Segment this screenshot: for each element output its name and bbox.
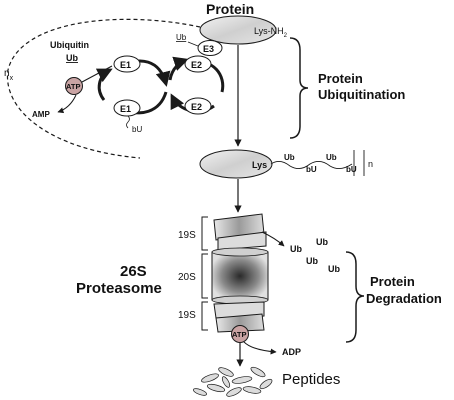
e3-label: E3 <box>203 44 214 54</box>
e2-bottom-label: E2 <box>191 102 202 112</box>
ub-label: Ub <box>66 53 78 63</box>
ub-e3-link <box>187 41 199 47</box>
ub-chain-1: Ub <box>284 153 295 162</box>
ub-chain-3: Ub <box>326 153 337 162</box>
bracket-19s-top <box>201 216 208 251</box>
ub-chain-4: bU <box>346 165 357 174</box>
protein-ubiquitinated <box>199 149 273 179</box>
atp-circle-top <box>65 77 83 95</box>
ub-on-e3: Ub <box>176 33 187 42</box>
lys-label-ub: Lys <box>252 160 267 170</box>
released-ub-2: Ub <box>316 237 328 247</box>
proteasome-title-1: 26S <box>120 263 147 280</box>
atp-to-adp-arrow <box>243 341 277 355</box>
label-19s-top: 19S <box>178 230 196 241</box>
atp-label-bottom: ATP <box>232 330 246 339</box>
nx-label: nx <box>4 68 14 82</box>
degradation-label-1: Protein <box>370 274 415 289</box>
atp-label-top: ATP <box>66 82 80 91</box>
protein-top <box>199 15 277 45</box>
ub-e1-squiggle <box>126 115 130 129</box>
released-ub-4: Ub <box>328 264 340 274</box>
label-20s: 20S <box>178 272 196 283</box>
lys-nh2-label: Lys-NH2 <box>254 26 288 39</box>
released-ub-1: Ub <box>290 244 302 254</box>
ubiquitination-brace <box>289 37 309 139</box>
proteasome-bottom-cap-1 <box>213 301 265 319</box>
label-19s-bottom: 19S <box>178 310 196 321</box>
proteasome-top-cap-2 <box>217 231 267 251</box>
ubiquitin-label: Ubiquitin <box>50 40 89 50</box>
e3-oval <box>197 40 223 56</box>
adp-label: ADP <box>282 347 301 357</box>
e2-cycle-arc-left <box>168 56 189 81</box>
e2-top-label: E2 <box>191 60 202 70</box>
proteasome-core-top-rim <box>211 247 269 257</box>
ub-release-arrow <box>261 231 285 247</box>
ub-chain-2: bU <box>306 165 317 174</box>
atp-to-amp-arrow <box>57 94 77 114</box>
e1-bottom-oval <box>113 99 141 117</box>
ub-to-e1-arrow <box>81 65 113 83</box>
chain-n-label: n <box>368 159 373 169</box>
e2-top-oval <box>184 55 212 73</box>
bracket-20s <box>201 253 208 299</box>
peptides-label: Peptides <box>282 371 340 388</box>
e1-cycle-arc-left <box>95 68 113 101</box>
ubiquitination-label-1: Protein <box>318 71 363 86</box>
e2-bottom-oval <box>184 97 212 115</box>
recycle-dashed-loop <box>6 18 201 159</box>
amp-label: AMP <box>32 110 50 119</box>
e1-bottom-label: E1 <box>120 104 131 114</box>
peptide-fragments <box>193 366 273 397</box>
proteasome-core <box>211 251 269 301</box>
ub-on-e1: bU <box>132 125 142 134</box>
atp-circle-bottom <box>231 325 249 343</box>
e1-top-label: E1 <box>120 60 131 70</box>
e1-top-oval <box>113 55 141 73</box>
ub-chain-line <box>270 161 353 169</box>
proteasome-bottom-cap-2 <box>215 313 265 333</box>
proteasome-title-2: Proteasome <box>76 280 162 297</box>
bracket-19s-bottom <box>201 301 208 331</box>
protein-title: Protein <box>206 1 254 17</box>
released-ub-3: Ub <box>306 256 318 266</box>
degradation-label-2: Degradation <box>366 291 442 306</box>
degradation-brace <box>345 251 365 343</box>
ubiquitination-label-2: Ubiquitination <box>318 87 405 102</box>
